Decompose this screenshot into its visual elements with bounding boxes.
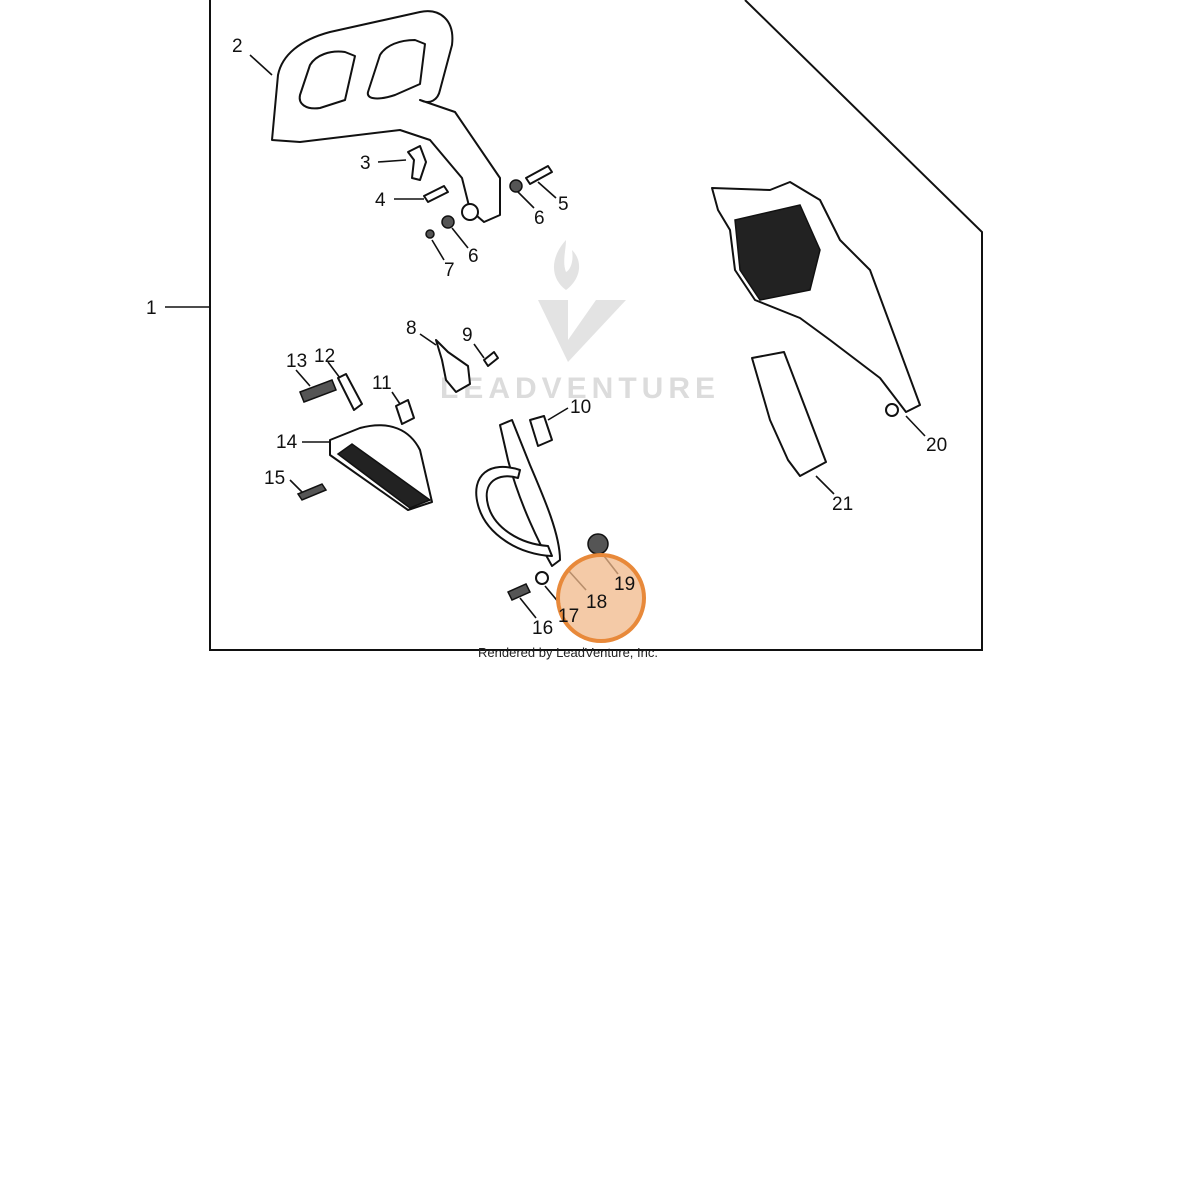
callout-numbers: 1 2 3 4 5 6 6 7 8 9 10 11 12 13 14 15 16… [146, 36, 947, 639]
callout-19[interactable]: 19 [614, 574, 635, 595]
part-13-screw[interactable] [299, 379, 337, 403]
callout-3[interactable]: 3 [360, 153, 371, 174]
leader-lines [165, 54, 926, 619]
callout-6-left[interactable]: 6 [468, 246, 479, 267]
callout-18[interactable]: 18 [586, 592, 607, 613]
part-5-screw[interactable] [525, 165, 553, 185]
callout-1[interactable]: 1 [146, 298, 157, 319]
part-20-cover[interactable] [711, 181, 921, 417]
part-6-nut-left[interactable] [441, 215, 455, 229]
callout-21[interactable]: 21 [832, 494, 853, 515]
part-9-pin[interactable] [483, 351, 499, 367]
assembly-frame [209, 0, 983, 651]
part-10-block[interactable] [529, 415, 553, 447]
callout-2[interactable]: 2 [232, 36, 243, 57]
callout-7[interactable]: 7 [444, 260, 455, 281]
part-21-plate[interactable] [751, 351, 827, 477]
callout-4[interactable]: 4 [375, 190, 386, 211]
part-16-screw[interactable] [506, 583, 532, 601]
callout-10[interactable]: 10 [570, 397, 591, 418]
callout-8[interactable]: 8 [406, 318, 417, 339]
callout-11[interactable]: 11 [372, 373, 392, 394]
part-12-link[interactable] [337, 373, 363, 411]
highlight-circle [556, 553, 646, 643]
part-11-bushing[interactable] [395, 399, 415, 425]
part-4-pin[interactable] [423, 185, 449, 203]
watermark: LEADVENTURE [440, 240, 720, 405]
flame-icon [553, 240, 580, 290]
callout-14[interactable]: 14 [276, 432, 298, 453]
part-8-lever[interactable] [435, 339, 471, 393]
part-14-bracket[interactable] [329, 424, 433, 511]
callout-9[interactable]: 9 [462, 325, 473, 346]
callout-15[interactable]: 15 [264, 468, 285, 489]
callout-13[interactable]: 13 [286, 351, 307, 372]
callout-5[interactable]: 5 [558, 194, 569, 215]
callout-20[interactable]: 20 [926, 435, 947, 456]
watermark-logo-icon [538, 300, 626, 362]
part-7-washer[interactable] [425, 229, 435, 239]
callout-17[interactable]: 17 [558, 606, 579, 627]
part-15-screw[interactable] [296, 483, 328, 501]
watermark-text: LEADVENTURE [440, 372, 720, 405]
render-credit: Rendered by LeadVenture, Inc. [478, 645, 658, 660]
part-brake-band[interactable] [475, 419, 609, 567]
part-3[interactable] [407, 145, 427, 181]
part-6-nut-right[interactable] [509, 179, 523, 193]
callout-6-right[interactable]: 6 [534, 208, 545, 229]
callout-16[interactable]: 16 [532, 618, 553, 639]
part-17-washer[interactable] [535, 571, 549, 585]
part-handguard[interactable] [271, 10, 501, 223]
callout-12[interactable]: 12 [314, 346, 335, 367]
